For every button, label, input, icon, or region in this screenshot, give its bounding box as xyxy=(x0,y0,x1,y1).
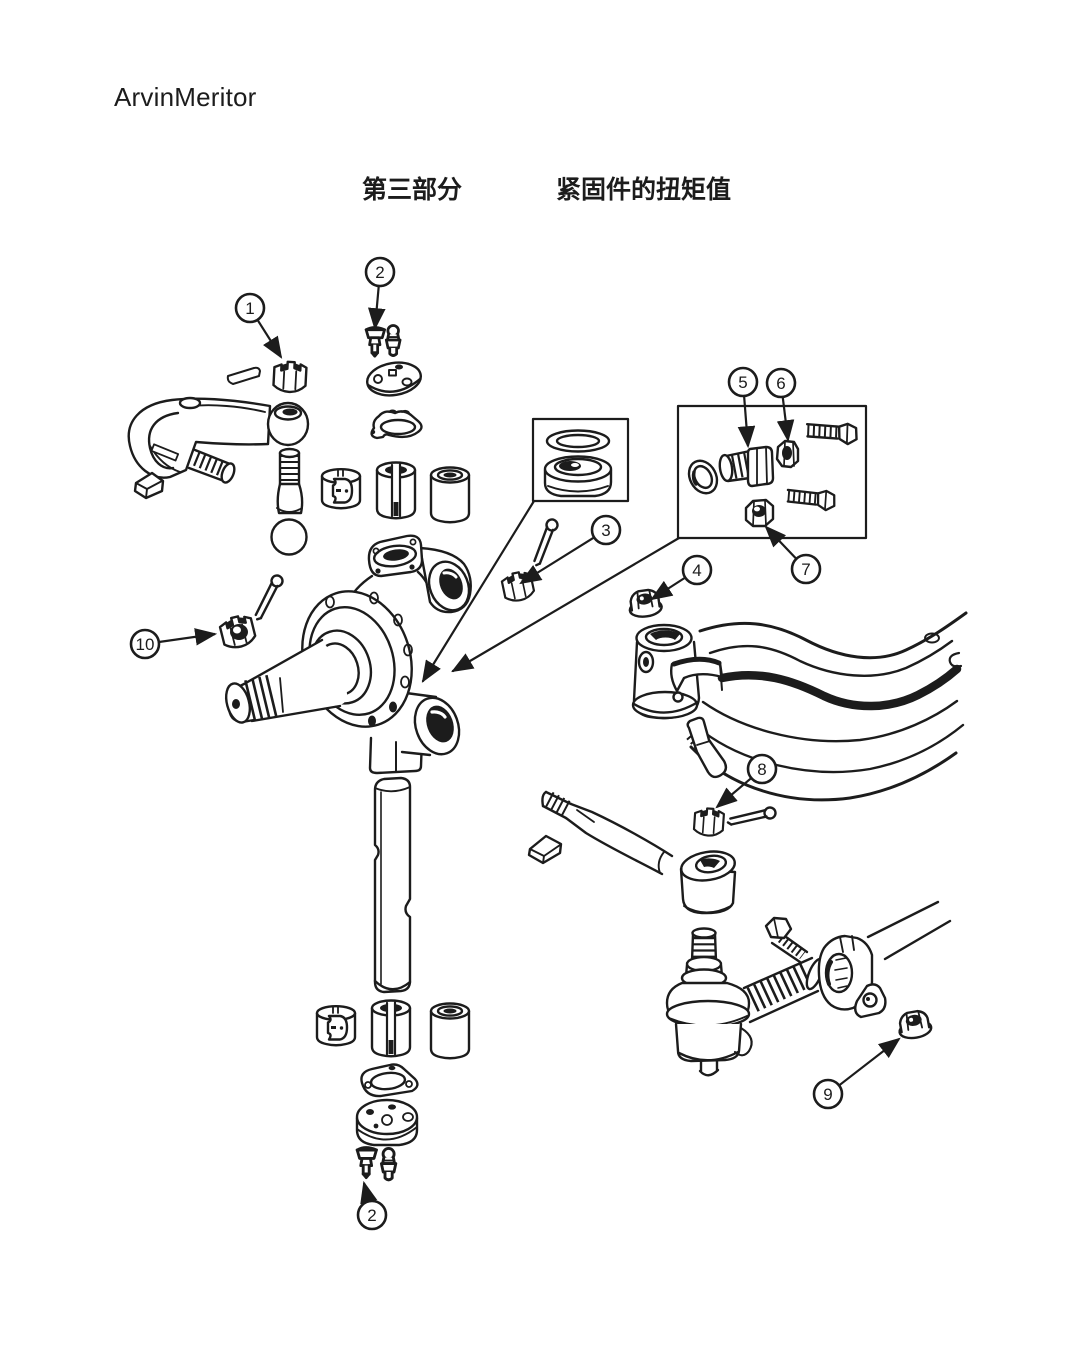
ball-stud xyxy=(270,447,308,556)
axle-yoke xyxy=(631,623,724,720)
callout-leader-7 xyxy=(764,525,797,559)
callout-leader-10 xyxy=(159,628,218,646)
seal-ring xyxy=(687,459,719,495)
steering-knuckle xyxy=(224,534,472,775)
key-block xyxy=(133,471,165,500)
callout-number-10: 10 xyxy=(136,635,155,654)
callout-number-8: 8 xyxy=(757,760,766,779)
callout-leader-9 xyxy=(839,1037,901,1086)
castle-nut-1 xyxy=(271,359,308,394)
cotter-pin-1 xyxy=(226,366,261,385)
upper-gasket xyxy=(370,409,423,440)
detail-box-leader-lines xyxy=(421,499,681,683)
callout-circle-2 xyxy=(364,256,396,288)
bushing-row-bottom xyxy=(315,999,471,1060)
cotter-pin-3 xyxy=(527,516,562,568)
flange-nut-4 xyxy=(626,587,664,620)
tube-clamp xyxy=(817,900,952,1019)
callout-number-1: 1 xyxy=(245,299,254,318)
callout-number-2: 2 xyxy=(367,1206,376,1225)
callout-number-6: 6 xyxy=(776,374,785,393)
bushing-row-top xyxy=(320,461,471,524)
callout-leader-2 xyxy=(367,286,386,331)
callout-number-4: 4 xyxy=(692,561,701,580)
seal-detail-box xyxy=(531,417,630,503)
callout-leader-1 xyxy=(257,320,283,359)
callout-number-7: 7 xyxy=(801,560,810,579)
callout-circle-4 xyxy=(681,554,713,586)
callout-leader-2 xyxy=(360,1180,378,1205)
cotter-pin-8 xyxy=(725,805,778,827)
kingpin xyxy=(373,776,412,994)
section-title: 紧固件的扭矩值 xyxy=(556,176,732,204)
hardware-detail-box xyxy=(676,404,868,540)
tie-rod-arm xyxy=(541,790,737,915)
callout-circle-9 xyxy=(812,1078,844,1110)
upper-cap xyxy=(366,361,422,397)
clamp-bolt xyxy=(764,916,809,964)
castle-nut-3 xyxy=(499,568,537,605)
castle-nut-8 xyxy=(692,806,726,838)
lower-gasket xyxy=(360,1063,419,1098)
callout-number-3: 3 xyxy=(601,521,610,540)
section-label: 第三部分 xyxy=(362,176,463,204)
steering-arm xyxy=(127,396,310,484)
draw-key xyxy=(686,716,728,779)
plug-5 xyxy=(718,445,775,488)
callout-leader-4 xyxy=(650,577,685,601)
callout-number-2: 2 xyxy=(375,263,384,282)
callout-leader-3 xyxy=(519,537,594,585)
callout-circle-5 xyxy=(727,366,759,398)
callout-layer: 1 2 3 4 5 6 7 8 9 10 2 xyxy=(129,256,901,1231)
callout-circle-6 xyxy=(765,367,797,399)
callout-circle-7 xyxy=(790,553,822,585)
grease-fittings-2-top xyxy=(364,324,402,358)
callout-leader-8 xyxy=(715,777,752,809)
key-block-2 xyxy=(527,834,563,865)
callout-leader-5 xyxy=(737,396,756,449)
tie-rod-end xyxy=(665,927,825,1077)
lower-cap xyxy=(355,1098,419,1147)
callout-circle-3 xyxy=(590,514,622,546)
cotter-pin-10 xyxy=(248,572,287,622)
callout-circle-10 xyxy=(129,628,161,660)
flange-nut-9 xyxy=(895,1008,934,1042)
callout-number-9: 9 xyxy=(823,1085,832,1104)
nut-6 xyxy=(775,439,800,469)
axle-beam xyxy=(689,611,968,802)
locknut-7 xyxy=(744,498,775,528)
bolt-bottom xyxy=(786,488,836,512)
bolt-top xyxy=(805,422,858,446)
callout-leader-6 xyxy=(776,397,795,443)
callout-circle-1 xyxy=(234,292,266,324)
castle-nut-10 xyxy=(217,612,259,652)
grease-fittings-2-bottom xyxy=(355,1146,398,1182)
brand-logo-text: ArvinMeritor xyxy=(114,82,257,112)
callout-number-5: 5 xyxy=(738,373,747,392)
callout-circle-2 xyxy=(356,1199,388,1231)
callout-circle-8 xyxy=(746,753,778,785)
